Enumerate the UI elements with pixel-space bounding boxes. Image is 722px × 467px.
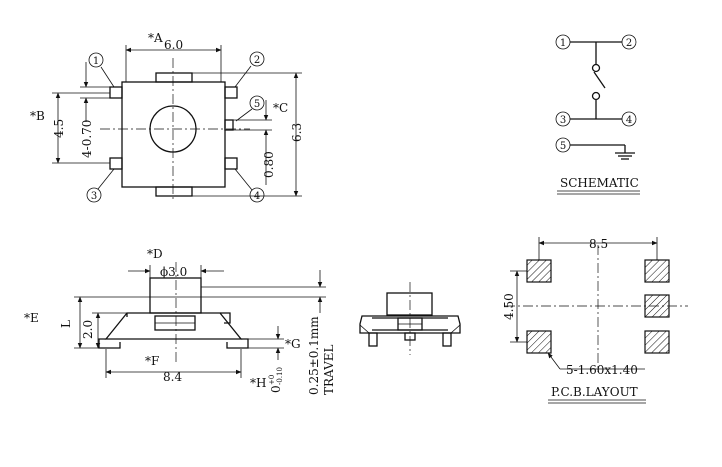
dim-label-l: L: [59, 320, 73, 328]
dim-label-c: *C: [273, 101, 288, 115]
dim-label-g: *G: [285, 337, 301, 351]
pin-bubble-2: 2: [254, 55, 260, 66]
lead-2: [224, 86, 238, 99]
dim-label-b: *B: [30, 109, 45, 123]
dim-standoff: 0: [269, 385, 283, 393]
dim-travel: 0.25±0.1mm: [307, 316, 321, 395]
pcb-width: 8.5: [589, 237, 608, 251]
front-view: [359, 282, 461, 355]
dim-label-a: *A: [148, 31, 163, 45]
pcb-pad-1: [526, 259, 552, 283]
pcb-pad-2: [644, 259, 670, 283]
dim-height-right: 6.3: [290, 123, 304, 142]
pcb-pad-3: [526, 330, 552, 354]
dim-width: 6.0: [164, 38, 183, 52]
schematic-pin-3: 3: [560, 115, 566, 126]
schematic-pin-4: 4: [626, 115, 632, 126]
pcb-pad-spec: 5-1.60x1.40: [566, 363, 638, 377]
dim-pin-pitch: 4-0.70: [80, 120, 94, 158]
side-view: *D ϕ3.0 *E L 2.0 *F 8.4 *G *H 0 +0 -0.10: [24, 247, 336, 395]
dim-label-e: *E: [24, 311, 39, 325]
top-tab: [155, 72, 193, 83]
switch-body: [121, 81, 226, 188]
top-view: *A 6.0 *B 4.5 4-0.70 *C 0.80 6.3 1 2: [30, 31, 304, 203]
pin-bubble-4: 4: [254, 191, 260, 202]
dim-tab-width: 0.80: [262, 151, 276, 178]
lead-4: [224, 157, 238, 170]
lead-3: [109, 157, 123, 170]
dim-label-f: *F: [145, 354, 159, 368]
dim-label-h: *H: [250, 376, 266, 390]
side-body: [104, 312, 243, 340]
bottom-tab: [155, 186, 193, 197]
dim-standoff-tol-lower: -0.10: [276, 367, 284, 385]
pcb-title: P.C.B.LAYOUT: [551, 385, 638, 399]
pcb-height: 4.50: [502, 293, 516, 320]
dim-height-left: 4.5: [52, 119, 66, 138]
schematic: 1 2 3 4 5 SCHEMATIC: [555, 34, 640, 195]
dim-travel-label: TRAVEL: [322, 344, 336, 395]
schematic-pin-1: 1: [560, 38, 566, 49]
lead-1: [109, 86, 123, 99]
front-body: [359, 315, 461, 334]
ground-icon: [615, 152, 635, 160]
pcb-layout: 8.5 4.50 5-1.60x1.40 P.C.B.LAYOUT: [502, 237, 688, 404]
ground-tab: [224, 119, 234, 131]
dim-button-dia: ϕ3.0: [160, 265, 187, 279]
dim-label-d: *D: [147, 247, 163, 261]
pin-bubble-3: 3: [91, 191, 97, 202]
pcb-pad-5: [644, 294, 670, 318]
pin-bubble-5: 5: [254, 99, 260, 110]
schematic-pin-5: 5: [560, 141, 566, 152]
dim-length: 8.4: [163, 370, 182, 384]
dim-standoff-tol-upper: +0: [268, 375, 276, 385]
schematic-title: SCHEMATIC: [560, 176, 639, 190]
pin-bubble-1: 1: [93, 56, 99, 67]
left-leg: [98, 338, 121, 349]
right-leg: [226, 338, 249, 349]
dim-height: 2.0: [81, 320, 95, 339]
schematic-pin-2: 2: [626, 38, 632, 49]
pcb-pad-4: [644, 330, 670, 354]
side-button: [149, 277, 202, 314]
front-button: [386, 292, 433, 316]
